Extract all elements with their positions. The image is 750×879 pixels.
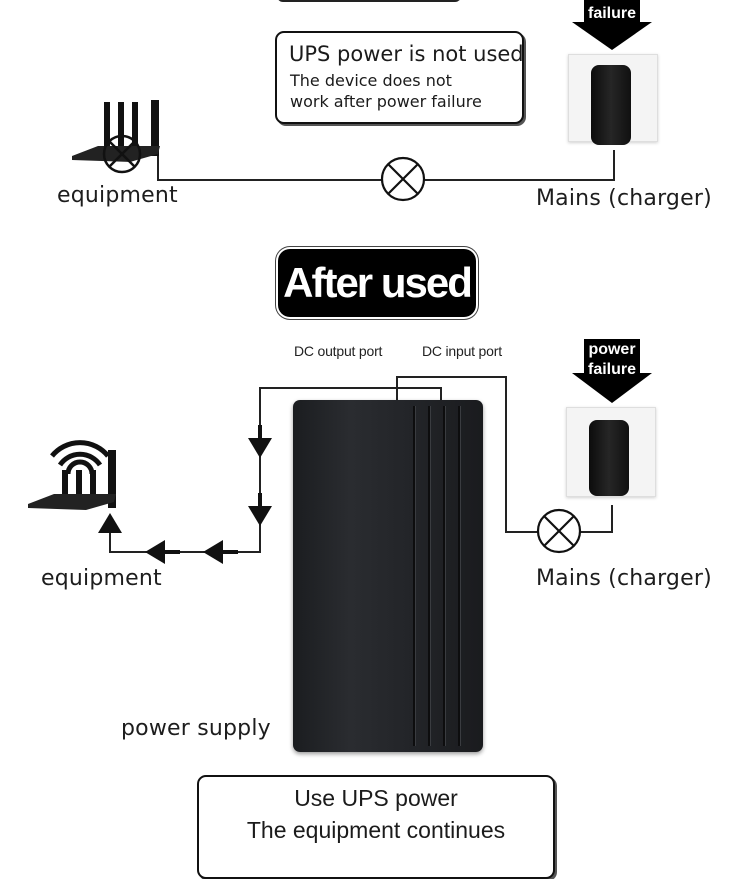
charger-body <box>591 65 631 145</box>
flow-arrows <box>98 425 272 564</box>
charger-image-top <box>568 54 658 145</box>
mains-label-top: Mains (charger) <box>536 186 712 211</box>
arrow-up <box>98 513 122 533</box>
info-box-ups-line1: Use UPS power <box>294 785 458 811</box>
after-wiring <box>98 376 613 564</box>
after-used-banner: After used <box>278 249 476 317</box>
arrow-down-2 <box>248 506 272 526</box>
charger-image-bottom <box>566 407 656 497</box>
power-failure-text: failure <box>585 4 638 23</box>
arrow-left-1 <box>203 540 223 564</box>
equipment-label-top: equipment <box>57 183 178 208</box>
power-failure-badge-bottom: power failure <box>570 339 654 405</box>
info-box-line1: The device does not <box>290 71 452 90</box>
charger-body <box>589 420 629 496</box>
equipment-label-bottom: equipment <box>41 566 162 591</box>
info-box-no-ups: UPS power is not used The device does no… <box>275 31 524 124</box>
arrow-left-2 <box>145 540 165 564</box>
wifi-router-icon <box>28 440 116 510</box>
info-box-title: UPS power is not used <box>289 42 524 66</box>
broken-circuit-icon <box>380 156 426 202</box>
ups-power-bank <box>293 400 483 752</box>
power-failure-line2: failure <box>585 360 638 379</box>
power-failure-badge-top: failure <box>570 0 654 52</box>
router-icon <box>72 100 160 174</box>
info-box-line2: work after power failure <box>290 92 482 111</box>
info-box-ups-line2: The equipment continues <box>246 817 506 843</box>
power-supply-label: power supply <box>121 716 271 741</box>
info-box-ups: Use UPS power The equipment continues <box>197 775 555 879</box>
dc-output-port-label: DC output port <box>294 343 383 359</box>
before-wiring <box>157 150 615 202</box>
arrow-down-1 <box>248 438 272 458</box>
dc-input-port-label: DC input port <box>422 343 502 359</box>
mains-label-bottom: Mains (charger) <box>536 566 712 591</box>
power-failure-line1: power <box>586 340 638 359</box>
broken-circuit-icon <box>536 508 582 554</box>
